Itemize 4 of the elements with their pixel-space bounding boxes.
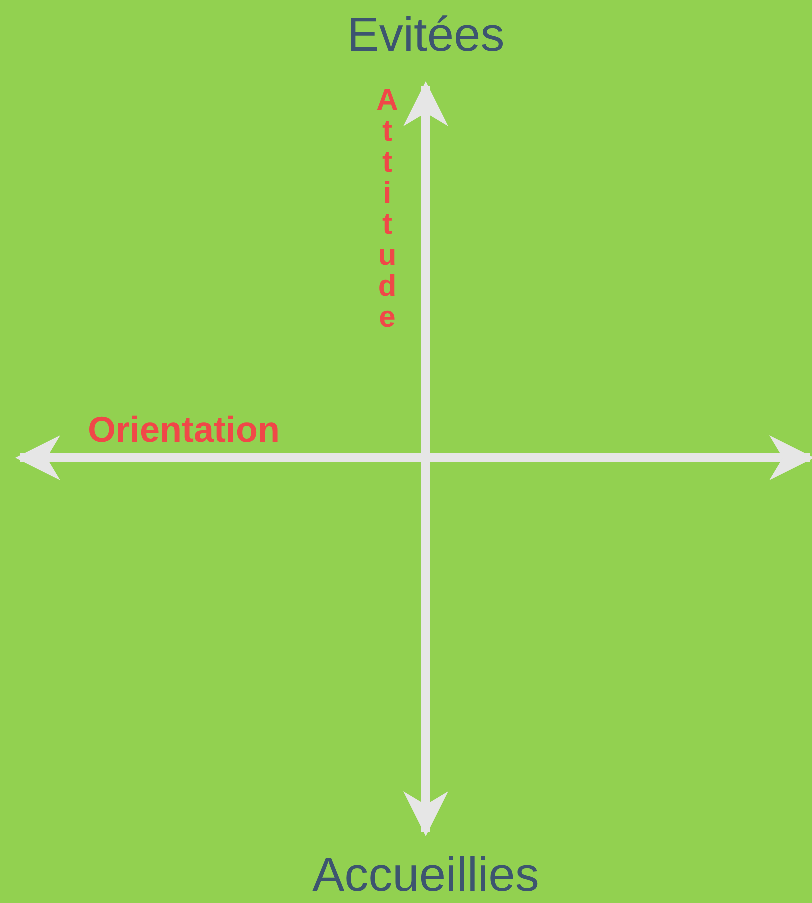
axis-label: Orientation xyxy=(88,412,280,448)
axis-title: Evitées xyxy=(347,12,505,60)
axis-title: Accueillies xyxy=(312,852,540,900)
axis-label: Attitude xyxy=(372,84,402,332)
